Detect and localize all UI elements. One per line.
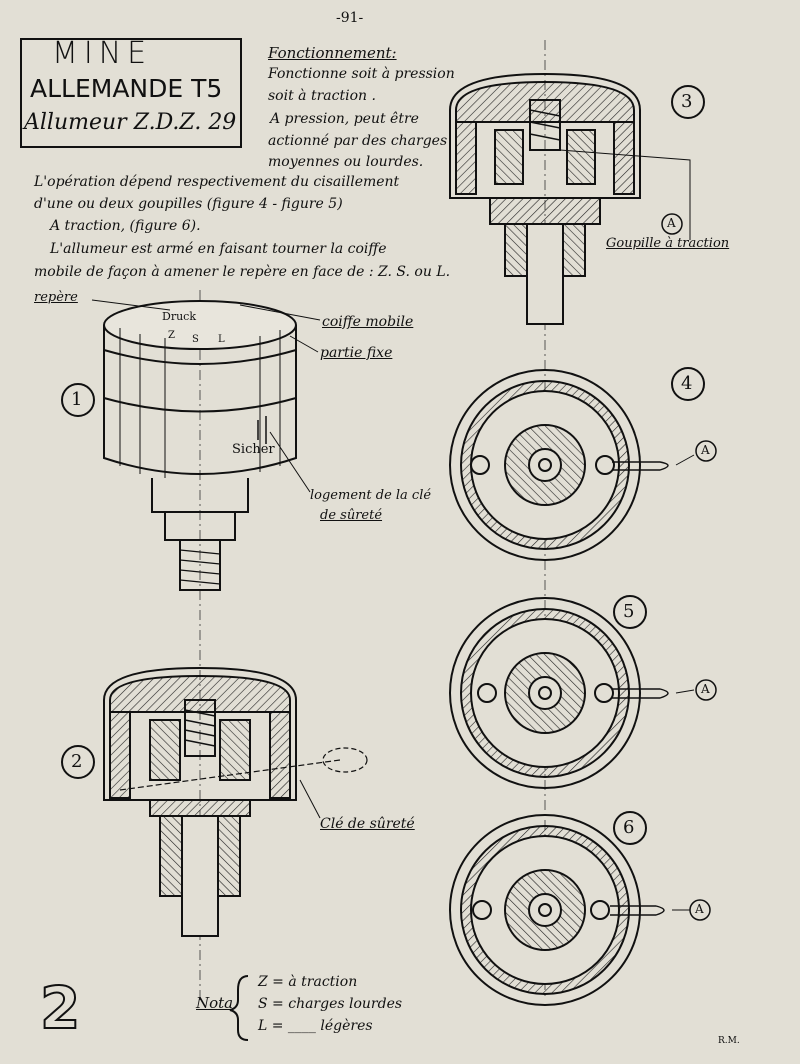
nota-brace [229, 975, 249, 1041]
marking-s: S [192, 334, 199, 345]
description-line-2: A pression, peut être [270, 111, 419, 127]
description-line-3: actionné par des charges [268, 133, 448, 149]
signature: R.M. [718, 1036, 740, 1046]
figure-number-circles [61, 85, 705, 845]
description-line-1: soit à traction . [268, 88, 376, 104]
label-cle-de-surete: Clé de sûreté [320, 816, 415, 832]
callout-a-fig3: A [667, 216, 676, 230]
figure-4-top [449, 369, 695, 561]
marking-l: L [218, 334, 225, 345]
figure-number-6: 6 [623, 817, 635, 838]
description-line-6: d'une ou deux goupilles (figure 4 - figu… [34, 196, 343, 212]
figure-number-5: 5 [623, 601, 635, 622]
plate-number: 2 [39, 973, 81, 1043]
description-line-9: mobile de façon à amener le repère en fa… [34, 264, 451, 280]
callout-a-fig6: A [695, 902, 704, 916]
callout-a-circles [661, 213, 717, 921]
description-line-0: Fonctionne soit à pression [268, 66, 455, 82]
figure-number-2: 2 [71, 751, 83, 772]
description-line-8: L'allumeur est armé en faisant tourner l… [50, 241, 387, 257]
page-number: -91- [336, 10, 364, 26]
label-logement-1: logement de la clé [310, 488, 432, 503]
figure-number-3: 3 [681, 91, 693, 112]
figure-number-1: 1 [71, 389, 83, 410]
marking-sicher: Sicher [232, 442, 275, 457]
label-repere: repère [34, 290, 78, 305]
figure-number-4: 4 [681, 373, 693, 394]
label-logement-2: de sûreté [320, 508, 383, 523]
figure-1-leaders [91, 299, 321, 493]
label-coiffe-mobile: coiffe mobile [322, 314, 414, 330]
label-partie-fixe: partie fixe [320, 345, 393, 361]
title-line2: ALLEMANDE T5 [30, 74, 223, 103]
nota-z: Z = à traction [258, 974, 358, 990]
description-line-5: L'opération dépend respectivement du cis… [34, 174, 400, 190]
description-heading: Fonctionnement: [268, 44, 397, 62]
marking-z: Z [168, 330, 175, 341]
figure-2-section [103, 666, 368, 937]
description-line-4: moyennes ou lourdes. [268, 154, 424, 170]
title-line3: Allumeur Z.D.Z. 29 [24, 110, 237, 135]
nota-l: L = ____ légères [258, 1018, 373, 1034]
figure-6-top [449, 814, 690, 1006]
figure-3-section [449, 72, 691, 325]
nota-label: Nota [196, 994, 234, 1012]
figure-5-top [449, 597, 695, 789]
marking-druck: Druck [162, 310, 196, 323]
nota-s: S = charges lourdes [258, 996, 403, 1012]
callout-a-fig4: A [701, 443, 710, 457]
title-box [20, 38, 242, 148]
title-line1: MINE [52, 36, 153, 71]
figure-1-exterior [103, 300, 297, 591]
description-line-7: A traction, (figure 6). [50, 218, 201, 234]
label-goupille: Goupille à traction [606, 236, 730, 251]
callout-a-fig5: A [701, 682, 710, 696]
